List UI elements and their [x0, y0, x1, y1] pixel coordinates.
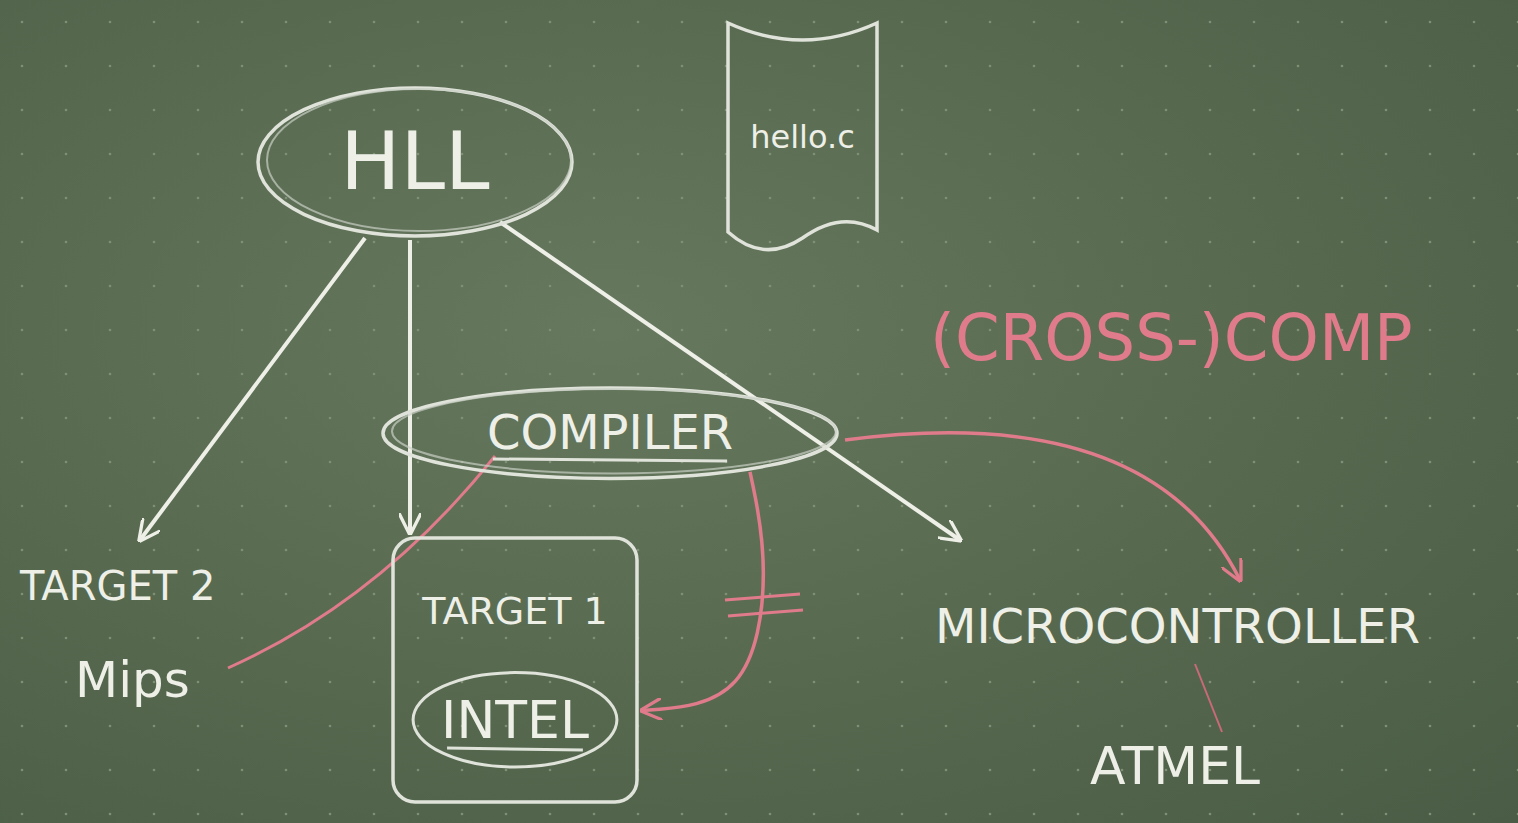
chalk-ellipse [258, 88, 572, 236]
target-box: TARGET 1 INTEL [390, 535, 640, 805]
note-text: (CROSS-)COMP [930, 300, 1413, 377]
chalk-arrow [500, 222, 960, 540]
node-text: INTEL [441, 689, 589, 751]
chalk-arrow [140, 238, 365, 540]
connector-arrow [642, 472, 763, 711]
source-file: hello.c [725, 15, 880, 260]
node-text: HLL [340, 114, 489, 210]
target-label: TARGET 2 [20, 562, 215, 610]
node-text: COMPILER [487, 404, 733, 462]
document-outline [728, 23, 877, 250]
chalk-circle [413, 673, 617, 767]
pink-arrow [845, 433, 1240, 580]
pink-line [228, 456, 495, 668]
connector-arrow [408, 240, 412, 533]
chalk-ellipse [383, 388, 837, 478]
leader-line [1195, 664, 1222, 732]
cpu-name: ATMEL [1090, 735, 1260, 797]
chalk-ellipse [267, 89, 571, 231]
node-text: TARGET 1 [422, 589, 608, 635]
cpu-name: Mips [75, 650, 190, 710]
node-outline [390, 535, 640, 805]
compiler-ellipse: COMPILER [380, 385, 840, 481]
node-text: hello.c [750, 118, 855, 156]
chalk-box [393, 538, 637, 802]
chalk-ellipse [392, 389, 836, 473]
language-ellipse: HLL [255, 85, 575, 239]
target-label: MICROCONTROLLER [935, 598, 1420, 656]
